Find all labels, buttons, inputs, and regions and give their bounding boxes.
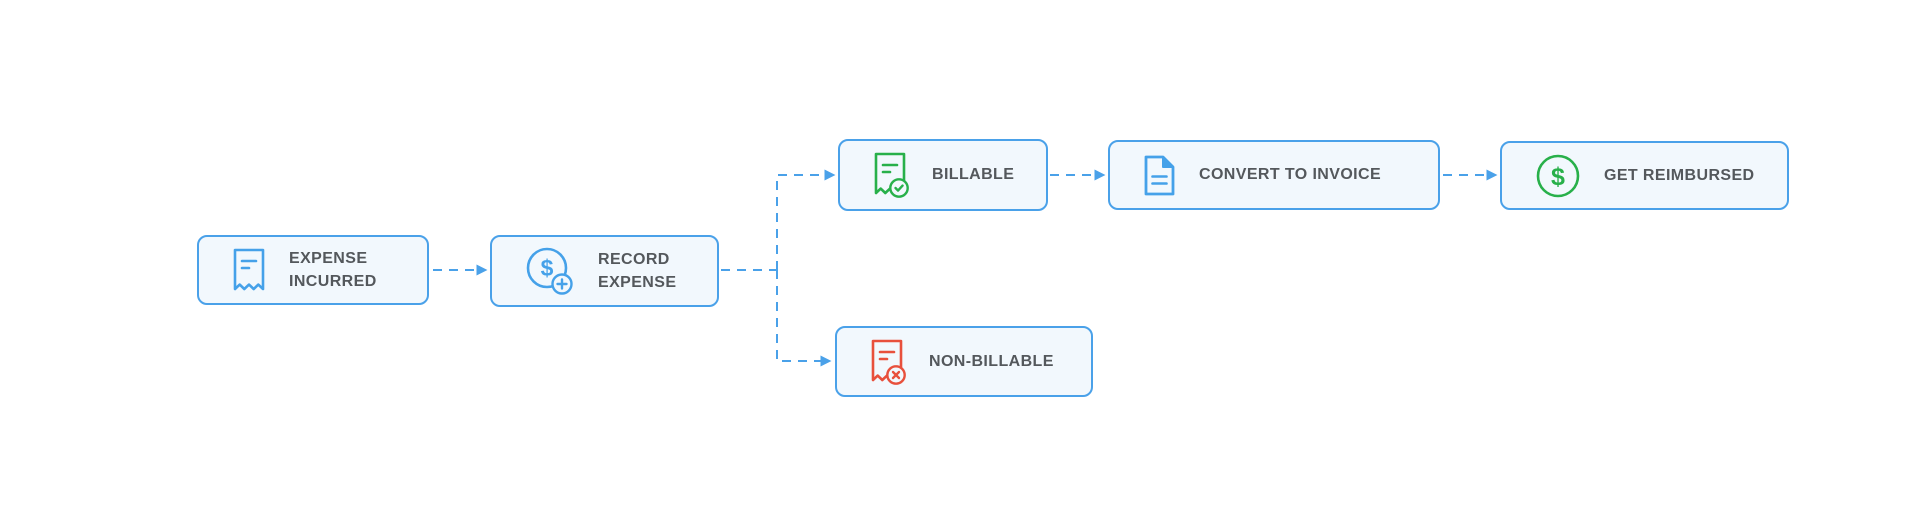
add-expense-icon: $ — [525, 246, 575, 296]
invoice-document-icon — [1143, 154, 1176, 197]
receipt-icon — [232, 247, 266, 293]
receipt-cancel-icon — [870, 338, 906, 386]
node-expense-incurred: EXPENSE INCURRED — [197, 235, 429, 305]
node-label: GET REIMBURSED — [1604, 166, 1755, 184]
svg-text:$: $ — [1551, 163, 1565, 191]
receipt-check-icon — [873, 151, 909, 199]
node-label: NON-BILLABLE — [929, 352, 1054, 370]
node-label: EXPENSE INCURRED — [289, 249, 377, 290]
node-non-billable: NON-BILLABLE — [835, 326, 1093, 397]
edge-branch-to-billable — [776, 169, 836, 270]
node-get-reimbursed: $ GET REIMBURSED — [1500, 141, 1789, 210]
edge-branch-to-nonbillable — [776, 270, 832, 367]
node-convert-to-invoice: CONVERT TO INVOICE — [1108, 140, 1440, 210]
dollar-circle-icon: $ — [1535, 153, 1581, 199]
node-label: CONVERT TO INVOICE — [1199, 166, 1382, 184]
node-label: RECORD EXPENSE — [598, 250, 677, 291]
node-label: BILLABLE — [932, 166, 1015, 184]
node-record-expense: $ RECORD EXPENSE — [490, 235, 719, 307]
svg-text:$: $ — [541, 255, 554, 281]
node-billable: BILLABLE — [838, 139, 1048, 211]
